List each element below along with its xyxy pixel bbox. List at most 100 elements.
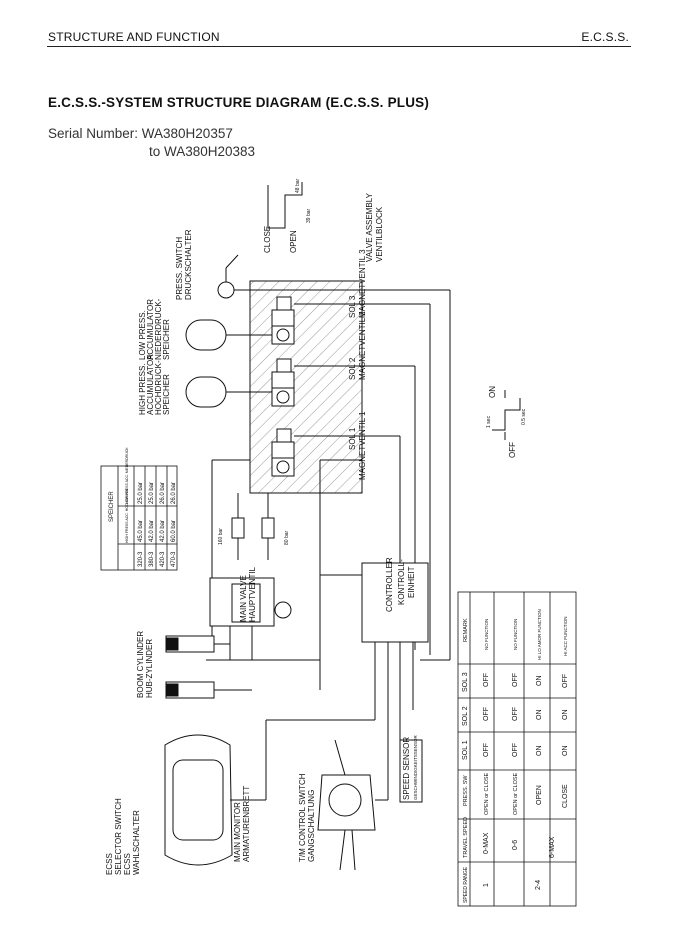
ft-r1-press: OPEN or CLOSE xyxy=(484,772,490,815)
high-press-label-1: HIGH PRESS. xyxy=(138,363,147,415)
ft-r4-sol2: ON xyxy=(562,710,569,721)
ft-r3-sol2: ON xyxy=(536,710,543,721)
ft-r4-sol3: OFF xyxy=(562,674,569,688)
ft-r2-sol2: OFF xyxy=(512,707,519,721)
low-press-label-2: ACCUMULATOR xyxy=(146,299,155,360)
ft-r2-press: OPEN or CLOSE xyxy=(513,772,519,815)
pump-symbol xyxy=(274,601,292,619)
controller-label-2: KONTROLL- xyxy=(397,559,406,605)
selector-switch-label-4: WAHLSCHALTER xyxy=(132,810,141,875)
ft-r3-sol3: ON xyxy=(536,676,543,687)
sol2-label-2: MAGNETVENTIL 2 xyxy=(358,311,367,380)
main-valve-label-2: HAUPTVENTIL xyxy=(248,566,257,622)
speicher-r3-c1: 420-3 xyxy=(160,551,166,567)
pressure-label-1: 48 bar xyxy=(295,178,301,193)
tm-switch-knob xyxy=(328,783,362,817)
speed-sensor-box xyxy=(399,739,423,803)
main-valve-label-1: MAIN VALVE xyxy=(239,575,248,622)
speicher-table xyxy=(100,465,178,571)
relief-valve-left xyxy=(231,517,245,539)
open-label: OPEN xyxy=(289,230,298,253)
high-press-label-4: SPEICHER xyxy=(162,374,171,415)
ft-r3-press: OPEN xyxy=(536,785,543,805)
speicher-r1-c2: 45.0 bar xyxy=(138,520,144,542)
sol3-label-1: SOL 3 xyxy=(348,295,357,318)
speicher-r2-c3: 25.0 bar xyxy=(149,482,155,504)
speicher-r2-c1: 380-3 xyxy=(149,551,155,567)
close-label: CLOSE xyxy=(263,226,272,253)
controller-box xyxy=(361,562,429,643)
tm-switch-label-1: T/M CONTROL SWITCH xyxy=(298,773,307,862)
speicher-r1-c3: 25.0 bar xyxy=(138,482,144,504)
main-monitor-label-2: ARMATURENBRETT xyxy=(242,786,251,862)
ft-r2-speed: 0-6 xyxy=(512,840,519,850)
ft-r3-remark: HI LO AMOR FUNCTION xyxy=(537,609,542,660)
relief-label-right: 80 bar xyxy=(284,530,290,545)
tm-switch-label-2: GANGSCHALTUNG xyxy=(307,790,316,862)
selector-switch-label-3: ECSS xyxy=(123,853,132,875)
main-monitor-label-1: MAIN MONITOR xyxy=(233,802,242,862)
high-press-accumulator xyxy=(185,376,227,408)
ft-r1-range: 1 xyxy=(483,883,490,887)
ft-h-speed-range: SPEED RANGE xyxy=(463,866,469,903)
on-label: ON xyxy=(488,386,497,398)
ft-r1-speed: 0-MAX xyxy=(483,832,490,854)
page-title: E.C.S.S.-SYSTEM STRUCTURE DIAGRAM (E.C.S… xyxy=(48,95,430,110)
high-press-label-2: ACCUMULATOR xyxy=(146,354,155,415)
function-table xyxy=(457,591,577,907)
speicher-r2-c2: 42.0 bar xyxy=(149,520,155,542)
selector-switch-label-1: ECSS xyxy=(105,853,114,875)
ft-h-travel-speed: TRAVEL SPEED xyxy=(463,817,469,858)
ft-r4-sol1: ON xyxy=(562,746,569,757)
timing-label-1: 1 sec xyxy=(486,416,492,428)
valve-block xyxy=(249,280,363,494)
speicher-r1-c1: 320-3 xyxy=(138,551,144,567)
sol2-valve xyxy=(271,358,295,407)
speicher-title: SPEICHER xyxy=(109,491,115,522)
speicher-col3: LOW PRESS ACC. NIEDERDRUCK xyxy=(125,447,129,504)
valve-assembly-label-1: VALVE ASSEMBLY xyxy=(365,192,374,262)
off-label: OFF xyxy=(508,442,517,458)
high-press-label-3: HOCHDRUCK- xyxy=(154,360,163,415)
ft-h-press-sw: PRESS. SW xyxy=(463,775,469,806)
pressure-label-2: 39 bar xyxy=(306,208,312,223)
controller-label-1: CONTROLLER xyxy=(385,557,394,612)
speicher-r4-c2: 60.0 bar xyxy=(171,520,177,542)
ft-r1-sol1: OFF xyxy=(483,743,490,757)
press-switch-label-2: DRUCKSCHALTER xyxy=(184,229,193,300)
ft-r3-speed: 6-MAX xyxy=(549,836,556,858)
ft-r4-press: CLOSE xyxy=(562,784,569,808)
ft-r1-remark: NO FUNCTION xyxy=(484,619,489,650)
ft-h-sol2: SOL 2 xyxy=(462,706,469,726)
press-switch xyxy=(217,281,235,299)
speed-sensor-label-2: GESCHWINDIGKEITSSENSOR xyxy=(413,734,418,800)
serial-number-from: Serial Number: WA380H20357 xyxy=(48,126,233,141)
low-press-label-3: NIEDERDRUCK- xyxy=(154,298,163,360)
press-switch-label-1: PRESS. SWITCH xyxy=(175,237,184,300)
low-press-label-1: LOW PRESS. xyxy=(138,310,147,360)
speicher-r3-c2: 42.0 bar xyxy=(160,520,166,542)
low-press-label-4: SPEICHER xyxy=(162,319,171,360)
speicher-col2: HIGH PRESS ACC. HOCHDRUCK xyxy=(125,488,129,543)
sol1-valve xyxy=(271,428,295,477)
low-press-accumulator xyxy=(185,319,227,351)
speicher-r4-c3: 26.0 bar xyxy=(171,482,177,504)
ft-r2-sol3: OFF xyxy=(512,673,519,687)
speicher-r4-c1: 470-3 xyxy=(171,551,177,567)
relief-label-left: 160 bar xyxy=(218,528,224,545)
selector-switch-label-2: SELECTOR SWITCH xyxy=(114,798,123,875)
header-rule xyxy=(47,46,631,47)
valve-assembly-label-2: VENTILBLOCK xyxy=(375,206,384,262)
relief-valve-right xyxy=(261,517,275,539)
ft-h-sol3: SOL 3 xyxy=(462,672,469,692)
timing-label-2: 0.5 sec xyxy=(521,408,527,425)
sol2-label-1: SOL 2 xyxy=(348,357,357,380)
ft-r1-sol2: OFF xyxy=(483,707,490,721)
boom-cyl-label-1: BOOM CYLINDER xyxy=(136,631,145,698)
sol1-label-1: SOL 1 xyxy=(348,427,357,450)
ft-r3-sol1: ON xyxy=(536,746,543,757)
header-section-title: STRUCTURE AND FUNCTION xyxy=(48,30,220,44)
ft-r2-remark: NO FUNCTION xyxy=(513,619,518,650)
sol1-label-2: MAGNETVENTIL 1 xyxy=(358,411,367,480)
